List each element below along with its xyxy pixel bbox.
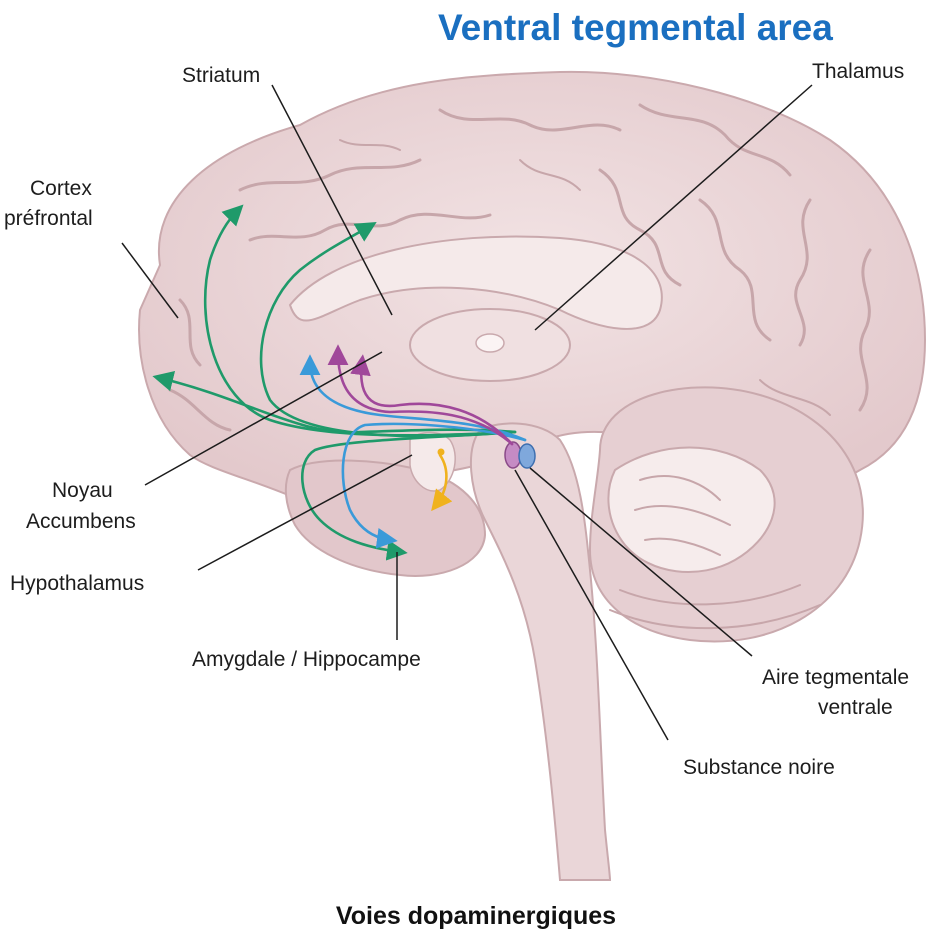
label-thalamus: Thalamus	[812, 60, 904, 83]
thalamus-core	[476, 334, 504, 352]
label-cortex-line2: préfrontal	[4, 207, 93, 230]
label-noyau-line1: Noyau	[52, 479, 113, 502]
label-noyau-line2: Accumbens	[26, 510, 136, 533]
temporal-lobe	[286, 461, 485, 576]
headline-title: Ventral tegmental area	[438, 7, 833, 48]
label-substance: Substance noire	[683, 756, 835, 779]
label-aire-line2: ventrale	[818, 696, 893, 719]
brainstem	[471, 423, 610, 880]
hypothalamus-region	[410, 433, 455, 491]
label-amygdale: Amygdale / Hippocampe	[192, 648, 421, 671]
caption: Voies dopaminergiques	[336, 902, 616, 930]
label-aire-line1: Aire tegmentale	[762, 666, 909, 689]
label-striatum: Striatum	[182, 64, 260, 87]
vta-nucleus	[519, 444, 535, 468]
label-hypothalamus: Hypothalamus	[10, 572, 144, 595]
label-cortex-line1: Cortex	[30, 177, 92, 200]
tuberoinfundibular-origin	[438, 449, 445, 456]
